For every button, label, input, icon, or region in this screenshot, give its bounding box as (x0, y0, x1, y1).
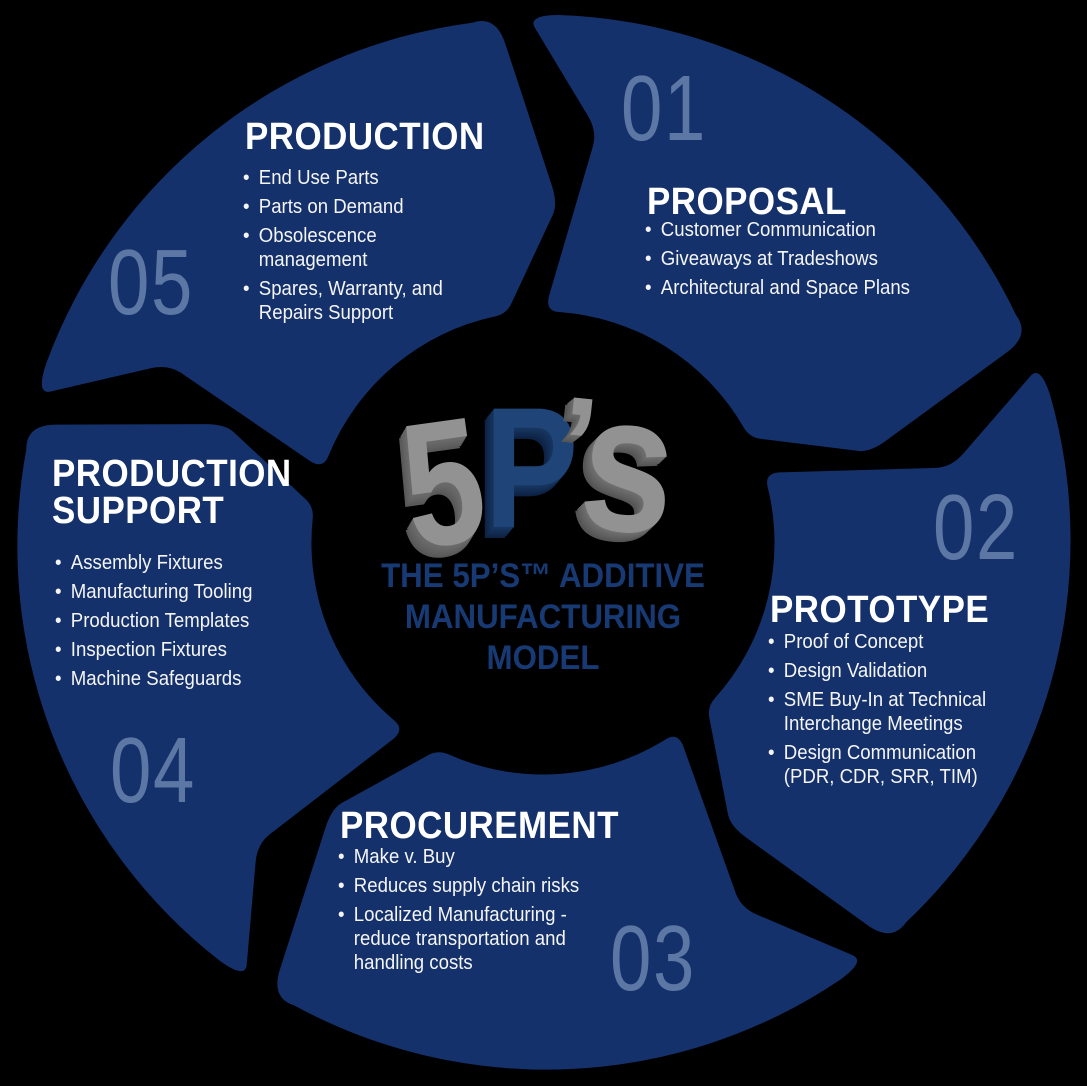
bullet-dot-icon: • (768, 742, 775, 764)
list-item: •End Use Parts (243, 167, 379, 189)
list-item: •Manufacturing Tooling (55, 581, 253, 603)
list-item: •Customer Communication (645, 219, 876, 241)
bullet-dot-icon: • (243, 167, 250, 189)
list-item: •Parts on Demand (243, 196, 404, 218)
bullet-dot-icon: • (768, 631, 775, 653)
bullet-dot-icon: • (243, 196, 250, 218)
segment-03-bullets: •Make v. Buy •Reduces supply chain risks… (338, 845, 603, 980)
diagram-title: THE 5P’S™ ADDITIVE MANUFACTURING MODEL (377, 556, 708, 679)
bullet-dot-icon: • (55, 552, 62, 574)
bullet-dot-icon: • (243, 278, 250, 300)
list-item: •Reduces supply chain risks (338, 875, 580, 897)
logo-letter-5: 5 (390, 378, 497, 587)
bullet-dot-icon: • (768, 689, 775, 711)
diagram-title-line-3: MODEL (486, 639, 600, 677)
diagram-title-line-1: THE 5P’S™ ADDITIVE (381, 557, 705, 595)
segment-02-number: 02 (933, 475, 1019, 579)
bullet-dot-icon: • (55, 610, 62, 632)
list-item: •Spares, Warranty, and Repairs Support (243, 278, 443, 324)
segment-02-bullets: •Proof of Concept •Design Validation •SM… (768, 630, 987, 794)
blade-segment-04 (17, 424, 400, 972)
list-item: •Proof of Concept (768, 631, 924, 653)
segment-01-number: 01 (621, 56, 707, 160)
list-item: •Design Validation (768, 660, 928, 682)
list-item: •SME Buy-In at Technical Interchange Mee… (768, 689, 987, 735)
list-item: •Architectural and Space Plans (645, 277, 910, 299)
segment-03-number: 03 (610, 906, 696, 1010)
segment-01-bullets: •Customer Communication •Giveaways at Tr… (645, 218, 935, 305)
bullet-dot-icon: • (768, 660, 775, 682)
bullet-dot-icon: • (55, 581, 62, 603)
segment-04-number: 04 (110, 718, 196, 822)
list-item: •Production Templates (55, 610, 250, 632)
segment-05-number: 05 (108, 230, 194, 334)
bullet-dot-icon: • (338, 904, 345, 926)
segment-05-title: PRODUCTION (245, 116, 485, 158)
list-item: •Localized Manufacturing - reduce transp… (338, 904, 567, 974)
logo-5ps: 5 P ’ s (390, 350, 684, 586)
bullet-dot-icon: • (243, 225, 250, 247)
list-item: •Giveaways at Tradeshows (645, 248, 878, 270)
blade-segment-02 (708, 373, 1071, 934)
segment-04-title: PRODUCTION SUPPORT (52, 453, 292, 532)
bullet-dot-icon: • (55, 668, 62, 690)
bullet-dot-icon: • (338, 875, 345, 897)
list-item: •Inspection Fixtures (55, 639, 227, 661)
diagram-title-line-2: MANUFACTURING (404, 598, 682, 636)
bullet-dot-icon: • (645, 219, 652, 241)
blade-segment-05 (41, 20, 556, 465)
segment-03-title: PROCUREMENT (340, 805, 619, 847)
list-item: •Machine Safeguards (55, 668, 242, 690)
logo-letter-s: s (572, 350, 685, 577)
bullet-dot-icon: • (645, 248, 652, 270)
bullet-dot-icon: • (338, 846, 345, 868)
list-item: •Obsolescence management (243, 225, 377, 271)
blade-segment-01 (533, 15, 1022, 452)
segment-05-bullets: •End Use Parts •Parts on Demand •Obsoles… (243, 166, 485, 330)
bullet-dot-icon: • (55, 639, 62, 661)
logo-letter-p: P (484, 372, 579, 564)
segment-04-bullets: •Assembly Fixtures •Manufacturing Toolin… (55, 551, 295, 696)
blade-segment-03 (277, 736, 858, 1070)
list-item: •Assembly Fixtures (55, 552, 223, 574)
list-item: •Make v. Buy (338, 846, 455, 868)
segment-01-title: PROPOSAL (647, 181, 847, 223)
list-item: •Design Communication (PDR, CDR, SRR, TI… (768, 742, 978, 788)
bullet-dot-icon: • (645, 277, 652, 299)
segment-02-title: PROTOTYPE (770, 589, 990, 631)
